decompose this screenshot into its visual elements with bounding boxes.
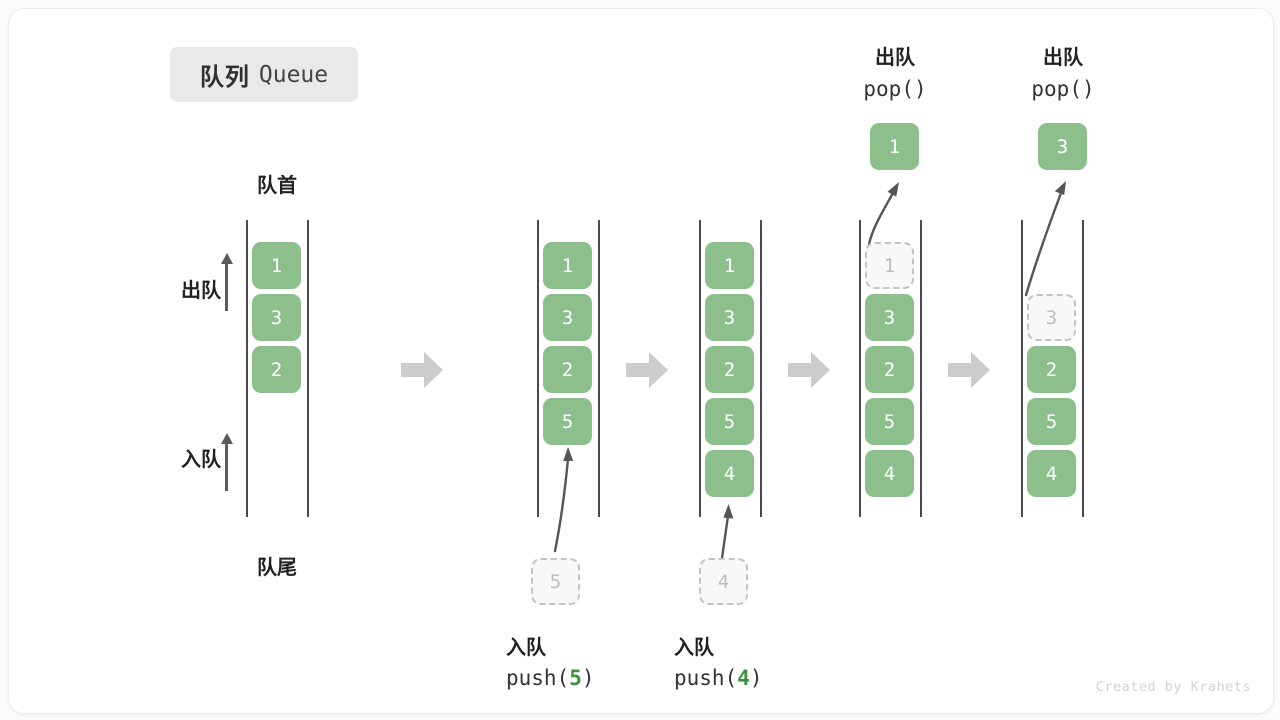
queue-cell: 4 [1027, 450, 1076, 497]
queue-cell: 2 [705, 346, 754, 393]
title-english: Queue [258, 61, 329, 88]
queue-rail-right-1 [307, 220, 309, 517]
queue-cell: 2 [1027, 346, 1076, 393]
diagram-canvas: 队列 Queue 队首 队尾 出队 入队 1 3 2 1 3 2 5 5 [8, 8, 1274, 714]
push-arrow-4 [689, 496, 769, 561]
incoming-element: 4 [699, 558, 748, 605]
watermark: Created by Krahets [1095, 679, 1251, 695]
incoming-element: 5 [531, 558, 580, 605]
queue-rail-right-3 [760, 220, 762, 517]
dequeue-direction-arrow [220, 253, 234, 311]
push-arrow-5 [519, 439, 609, 554]
queue-cell: 4 [865, 450, 914, 497]
queue-rail-right-2 [598, 220, 600, 517]
queue-cell: 3 [865, 294, 914, 341]
push-code-prefix: push( [674, 666, 738, 690]
pop-arrow-1 [849, 169, 929, 249]
title-chinese: 队列 [199, 63, 250, 91]
queue-cell: 5 [705, 398, 754, 445]
push-code-value: 5 [569, 666, 582, 690]
diagram-title-chip: 队列 Queue [170, 47, 358, 102]
queue-cell: 2 [543, 346, 592, 393]
queue-rail-left-3 [699, 220, 701, 517]
popped-element: 3 [1038, 123, 1087, 170]
queue-rail-left-5 [1021, 220, 1023, 517]
push-caption-code-5: push(5) [506, 666, 666, 690]
queue-cell: 1 [543, 242, 592, 289]
step-arrow-1 [401, 352, 443, 388]
push-code-suffix: ) [581, 666, 595, 690]
step-arrow-4 [948, 352, 990, 388]
popped-element: 1 [870, 123, 919, 170]
enqueue-direction-label: 入队 [181, 447, 221, 471]
push-caption-cn-5: 入队 [506, 635, 546, 659]
pop-header-cn-1: 出队 [875, 45, 915, 69]
queue-cell: 3 [705, 294, 754, 341]
queue-cell: 5 [1027, 398, 1076, 445]
queue-cell: 3 [252, 294, 301, 341]
queue-cell: 1 [705, 242, 754, 289]
pop-header-cn-3: 出队 [1043, 45, 1083, 69]
pop-arrow-3 [1009, 169, 1099, 304]
pop-header-code-1: pop() [863, 77, 927, 101]
queue-cell: 1 [252, 242, 301, 289]
queue-cell: 2 [252, 346, 301, 393]
queue-cell: 1 [865, 242, 914, 289]
queue-cell: 4 [705, 450, 754, 497]
dequeue-direction-label: 出队 [181, 278, 221, 302]
queue-cell: 5 [543, 398, 592, 445]
push-code-value: 4 [737, 666, 750, 690]
back-label: 队尾 [257, 555, 297, 579]
front-label: 队首 [257, 173, 297, 197]
queue-cell: 3 [543, 294, 592, 341]
push-code-suffix: ) [749, 666, 763, 690]
enqueue-direction-arrow [220, 433, 234, 491]
step-arrow-3 [788, 352, 830, 388]
pop-header-code-3: pop() [1031, 77, 1095, 101]
queue-rail-left-2 [537, 220, 539, 517]
push-code-prefix: push( [506, 666, 570, 690]
push-caption-cn-4: 入队 [674, 635, 714, 659]
queue-rail-left-4 [859, 220, 861, 517]
queue-rail-right-4 [920, 220, 922, 517]
push-caption-code-4: push(4) [674, 666, 834, 690]
step-arrow-2 [626, 352, 668, 388]
queue-rail-left-1 [246, 220, 248, 517]
queue-rail-right-5 [1082, 220, 1084, 517]
queue-cell: 5 [865, 398, 914, 445]
queue-cell: 3 [1027, 294, 1076, 341]
queue-cell: 2 [865, 346, 914, 393]
